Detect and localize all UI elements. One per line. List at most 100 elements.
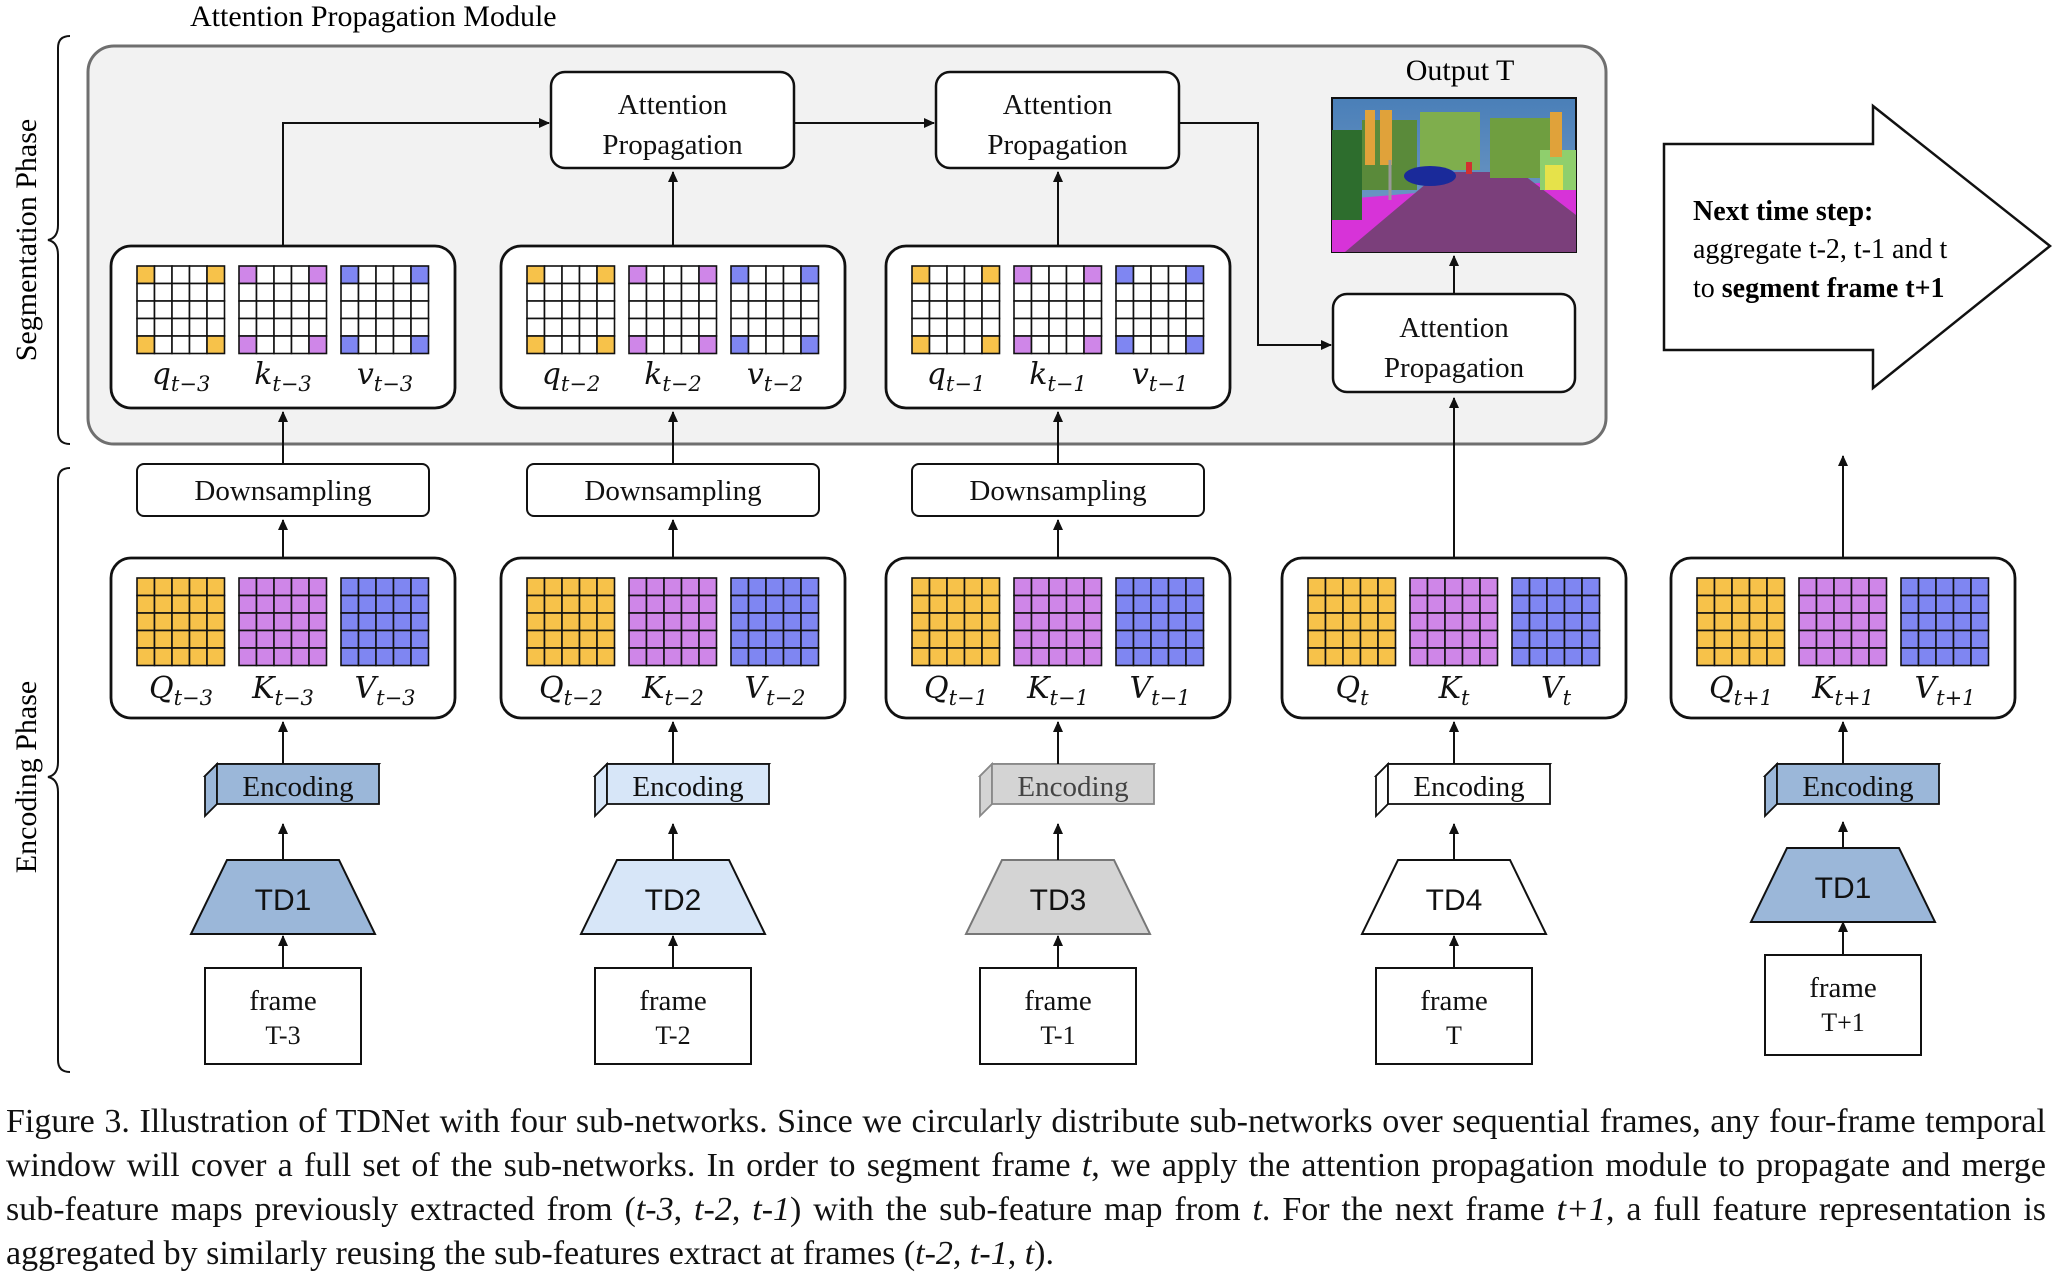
caption-ital-6: t+1 — [1556, 1191, 1606, 1228]
grid-cell — [1952, 647, 1972, 667]
grid-cell — [1696, 577, 1716, 597]
q-small-grid-1 — [526, 265, 616, 355]
grid-cell — [596, 612, 616, 632]
grid-cell — [1696, 612, 1716, 632]
subscript: t−3 — [374, 372, 413, 396]
symbol: K — [641, 671, 666, 706]
grid-cell — [1917, 594, 1937, 614]
grid-cell — [782, 612, 802, 632]
k-grid-1 — [628, 577, 718, 667]
grid-cell — [290, 317, 310, 337]
grid-cell — [698, 265, 718, 285]
symbol: Q — [924, 671, 949, 706]
grid-cell — [206, 265, 226, 285]
grid-cell — [765, 317, 785, 337]
grid-cell — [1013, 577, 1033, 597]
grid-cell — [392, 300, 412, 320]
grid-cell — [946, 335, 966, 355]
grid-cell — [782, 629, 802, 649]
grid-cell — [1970, 629, 1990, 649]
grid-cell — [698, 594, 718, 614]
grid-cell — [273, 300, 293, 320]
grid-cell — [1461, 577, 1481, 597]
grid-cell — [171, 335, 191, 355]
grid-cell — [1900, 612, 1920, 632]
grid-cell — [1013, 317, 1033, 337]
encoding-side-0 — [204, 761, 218, 819]
grid-cell — [1563, 612, 1583, 632]
grid-cell — [238, 594, 258, 614]
grid-cell — [680, 629, 700, 649]
grid-cell — [255, 265, 275, 285]
grid-cell — [543, 647, 563, 667]
grid-cell — [1013, 647, 1033, 667]
grid-cell — [273, 629, 293, 649]
frame-time-0: T-3 — [265, 1021, 300, 1050]
grid-cell — [928, 594, 948, 614]
grid-cell — [188, 612, 208, 632]
grid-cell — [188, 317, 208, 337]
grid-cell — [981, 577, 1001, 597]
grid-cell — [1167, 282, 1187, 302]
grid-cell — [153, 629, 173, 649]
grid-cell — [1461, 647, 1481, 667]
grid-cell — [273, 317, 293, 337]
grid-cell — [206, 282, 226, 302]
grid-cell — [1511, 577, 1531, 597]
encoding-front-2 — [991, 763, 1155, 805]
grid-cell — [561, 317, 581, 337]
grid-cell — [561, 629, 581, 649]
grid-cell — [628, 647, 648, 667]
encoding-front-1 — [606, 763, 770, 805]
grid-cell — [765, 335, 785, 355]
grid-cell — [171, 612, 191, 632]
grid-cell — [1900, 629, 1920, 649]
symbol: q — [927, 357, 946, 392]
caption-ital-7: t-2 — [915, 1235, 953, 1272]
grid-cell — [981, 300, 1001, 320]
grid-cell — [1150, 317, 1170, 337]
grid-cell — [1798, 629, 1818, 649]
next-step-arrow — [1662, 103, 2053, 391]
qkv-small-label-1-k: kt−2 — [644, 357, 702, 396]
grid-cell — [526, 612, 546, 632]
grid-cell — [308, 335, 328, 355]
grid-cell — [1581, 647, 1601, 667]
encoding-front-4 — [1776, 763, 1940, 805]
grid-cell — [340, 300, 360, 320]
grid-cell — [1083, 265, 1103, 285]
grid-cell — [1815, 647, 1835, 667]
grid-cell — [526, 282, 546, 302]
grid-cell — [698, 629, 718, 649]
grid-cell — [800, 265, 820, 285]
grid-cell — [1115, 335, 1135, 355]
grid-cell — [206, 612, 226, 632]
grid-cell — [1013, 629, 1033, 649]
grid-cell — [1048, 317, 1068, 337]
grid-cell — [238, 577, 258, 597]
grid-cell — [963, 594, 983, 614]
grid-cell — [1132, 265, 1152, 285]
grid-cell — [747, 594, 767, 614]
symbol: k — [644, 357, 662, 392]
qkv-label-3-k: Kt — [1438, 671, 1470, 710]
k-grid-4 — [1798, 577, 1888, 667]
subscript: t−3 — [272, 372, 311, 396]
grid-cell — [765, 594, 785, 614]
v-grid-0 — [340, 577, 430, 667]
grid-cell — [645, 629, 665, 649]
grid-cell — [946, 317, 966, 337]
grid-cell — [663, 647, 683, 667]
grid-cell — [782, 282, 802, 302]
grid-cell — [1833, 612, 1853, 632]
k-grid-0 — [238, 577, 328, 667]
grid-cell — [1833, 647, 1853, 667]
grid-cell — [730, 282, 750, 302]
grid-cell — [1030, 300, 1050, 320]
grid-cell — [663, 629, 683, 649]
grid-cell — [1359, 629, 1379, 649]
grid-cell — [800, 577, 820, 597]
grid-cell — [153, 265, 173, 285]
grid-cell — [1115, 647, 1135, 667]
grid-cell — [308, 265, 328, 285]
